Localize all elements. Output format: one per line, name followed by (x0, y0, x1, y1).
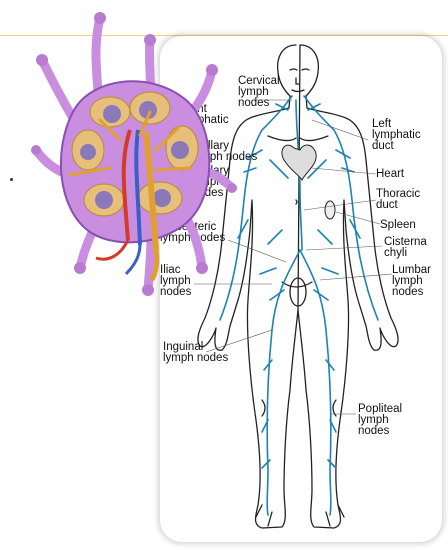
spleen-shape (325, 201, 335, 219)
lymph-node-illustration (30, 0, 265, 300)
label-popliteal-lymph-nodes: Popliteal lymph nodes (358, 404, 402, 437)
label-lumbar-lymph-nodes: Lumbar lymph nodes (392, 265, 431, 298)
label-cisterna-chyli: Cisterna chyli (384, 237, 427, 259)
stray-mark (10, 178, 13, 181)
label-thoracic-duct: Thoracic duct (376, 189, 420, 211)
label-inguinal-lymph-nodes: Inguinal lymph nodes (163, 342, 228, 364)
label-left-lymphatic-duct: Left lymphatic duct (372, 119, 421, 152)
label-heart: Heart (376, 169, 404, 180)
label-spleen: Spleen (380, 220, 416, 231)
